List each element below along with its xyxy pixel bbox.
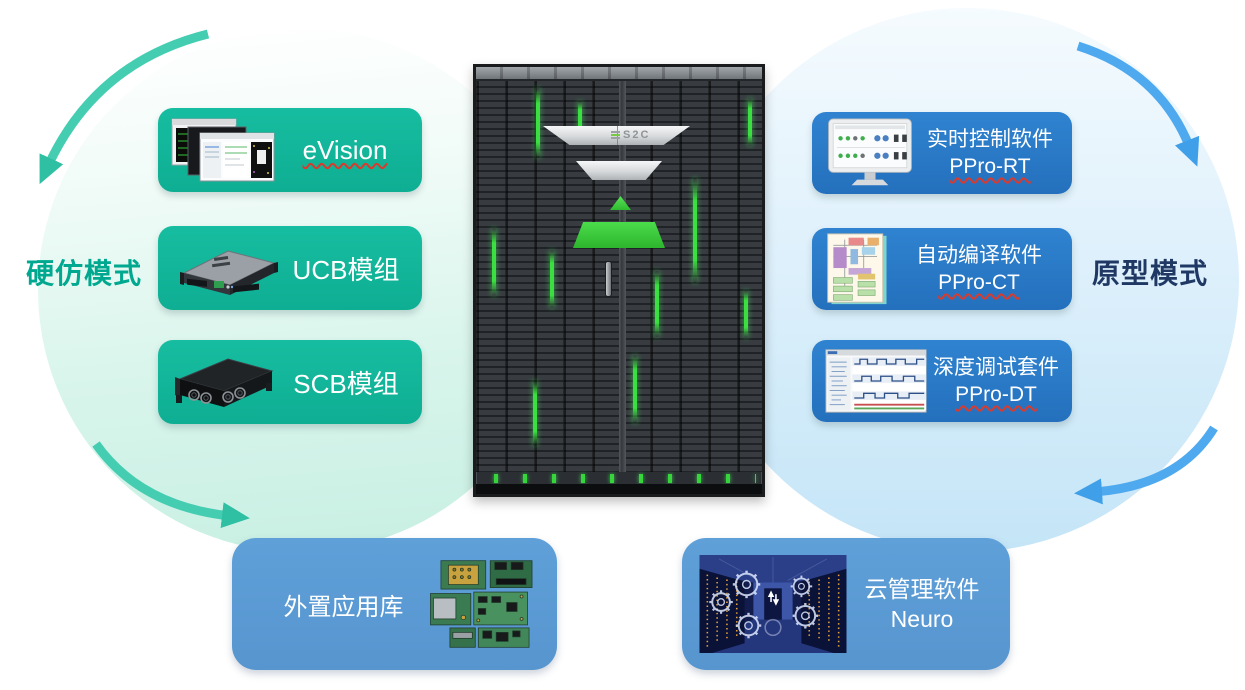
rack-green-light [655,271,659,337]
rack-silver-badge-small [576,161,662,180]
card-app-library-label: 外置应用库 [283,593,404,621]
card-app-library: 外置应用库 [232,538,557,670]
emulation-mode-label: 硬仿模式 [26,258,143,289]
rack-top-band [476,67,762,81]
prototype-mode-label: 原型模式 [1092,258,1209,289]
rack-green-light [536,88,540,158]
app-library-boards-icon [429,546,541,662]
card-ppro-dt-label: 深度调试套件 PPro-DT [928,354,1064,408]
rack-green-light [492,228,496,296]
card-ppro-ct: 自动编译软件 PPro-CT [812,228,1072,310]
rack-led-row [482,474,756,483]
card-ucb-label: UCB模组 [292,254,400,285]
card-neuro: 云管理软件 Neuro [682,538,1010,670]
rack-green-light [693,178,697,283]
blue-cycle-arrow-top-icon [1076,41,1200,167]
evision-windows-icon [170,117,278,183]
rack-green-light [748,98,752,146]
teal-cycle-arrow-bottom-icon [92,441,250,529]
ppro-rt-monitor-icon [824,116,916,190]
scb-module-icon [170,349,280,415]
ppro-ct-diagram-icon [824,232,894,306]
ppro-dt-waveform-icon [824,347,928,415]
card-ppro-dt-line1: 深度调试套件 [933,356,1059,379]
teal-cycle-arrow-top-icon [39,29,210,185]
card-scb-module: SCB模组 [158,340,422,424]
rack-green-light [744,290,748,338]
card-ppro-ct-line2: PPro-CT [938,271,1020,294]
card-ppro-rt-label: 实时控制软件 PPro-RT [916,126,1064,180]
neuro-datacenter-icon [698,555,848,653]
blue-cycle-arrow-bottom-icon [1074,425,1218,505]
card-ppro-ct-line1: 自动编译软件 [916,244,1042,267]
rack-base [476,484,762,494]
card-evision-label: eVision [302,134,388,165]
s2c-logo: S2C [611,129,650,141]
card-ppro-rt: 实时控制软件 PPro-RT [812,112,1072,194]
ucb-module-icon [170,235,280,301]
s2c-logo-icon [611,130,620,140]
server-rack: S2C [473,64,765,497]
card-ppro-dt: 深度调试套件 PPro-DT [812,340,1072,422]
card-scb-label: SCB模组 [293,368,399,399]
rack-door-handle [605,261,612,297]
card-neuro-line1: 云管理软件 [864,576,980,602]
card-ppro-rt-line1: 实时控制软件 [927,128,1053,151]
card-evision: eVision [158,108,422,192]
rack-green-light [533,380,537,446]
card-neuro-line2: Neuro [890,606,954,632]
rack-green-light [633,355,637,423]
card-ucb-module: UCB模组 [158,226,422,310]
rack-green-trapezoid [573,222,665,248]
card-ppro-ct-label: 自动编译软件 PPro-CT [894,242,1064,296]
card-neuro-label: 云管理软件 Neuro [848,574,996,634]
rack-center-divider [619,81,626,472]
rack-green-light [550,250,554,308]
card-ppro-rt-line2: PPro-RT [949,155,1031,178]
rack-green-light [578,101,582,141]
rack-silver-badge-large: S2C [543,126,690,145]
card-ppro-dt-line2: PPro-DT [955,383,1037,406]
